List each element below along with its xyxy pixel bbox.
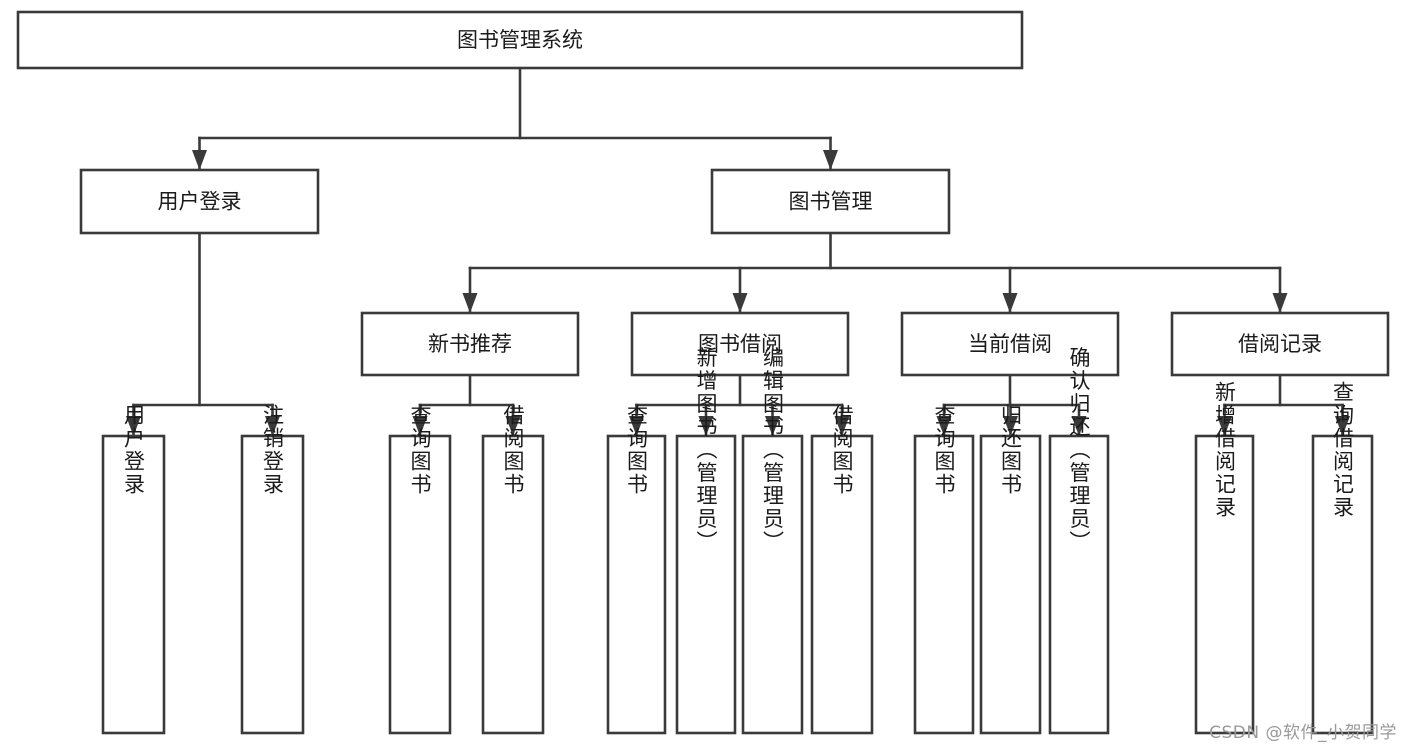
arrow-head — [126, 416, 141, 436]
connector-layer — [126, 66, 1350, 438]
node-recommend-borrow-book[interactable]: 借阅图书 — [481, 404, 545, 735]
node-layer: 图书管理系统用户登录用户登录注销登录图书管理新书推荐查询图书借阅图书图书借阅查询… — [16, 10, 1390, 735]
arrow-head — [834, 416, 850, 436]
node-box[interactable] — [388, 434, 452, 735]
node-label: 图书借阅 — [698, 332, 782, 356]
node-label: 新增借阅记录 — [1213, 381, 1237, 519]
arrow-head — [462, 293, 478, 313]
node-label: 查询图书 — [932, 404, 956, 496]
node-book-manage[interactable]: 图书管理 — [710, 168, 951, 235]
node-box[interactable] — [79, 168, 320, 235]
node-label: 当前借阅 — [968, 332, 1052, 356]
node-label: 查询借阅记录 — [1331, 381, 1355, 519]
arrow-head — [823, 150, 838, 170]
node-recommend-query-book[interactable]: 查询图书 — [388, 404, 452, 735]
node-borrow-edit-book[interactable]: 编辑图书（管理员） — [741, 347, 804, 735]
arrow-head — [732, 293, 748, 313]
node-borrow-query-book[interactable]: 查询图书 — [606, 404, 667, 735]
arrow-head — [698, 416, 714, 436]
arrow-head — [1217, 416, 1232, 436]
node-label: 注销登录 — [261, 404, 285, 496]
node-label: 用户登录 — [122, 404, 146, 496]
node-box[interactable] — [240, 434, 305, 735]
arrow-head — [1002, 293, 1018, 313]
node-current-query-book[interactable]: 查询图书 — [913, 404, 975, 735]
arrow-head — [1071, 416, 1087, 436]
node-record-add[interactable]: 新增借阅记录 — [1194, 381, 1255, 735]
node-label: 查询图书 — [408, 404, 432, 496]
arrow-head — [265, 416, 280, 436]
node-box[interactable] — [1048, 434, 1110, 735]
node-box[interactable] — [675, 434, 737, 735]
node-box[interactable] — [1311, 434, 1374, 735]
node-current-return-book[interactable]: 归还图书 — [979, 404, 1042, 735]
node-record-query[interactable]: 查询借阅记录 — [1311, 381, 1374, 735]
node-box[interactable] — [913, 434, 975, 735]
node-user-logout[interactable]: 注销登录 — [240, 404, 305, 735]
node-label: 新书推荐 — [428, 332, 512, 356]
node-borrow-borrow-book[interactable]: 借阅图书 — [810, 404, 874, 735]
node-current-confirm-return[interactable]: 确认归还（管理员） — [1048, 347, 1110, 735]
csdn-watermark: CSDN @软件_小贺同学 — [1209, 723, 1397, 743]
node-label: 借阅记录 — [1238, 332, 1322, 356]
node-label: 用户登录 — [158, 190, 242, 214]
node-box[interactable] — [606, 434, 667, 735]
arrow-head — [192, 150, 207, 170]
arrow-head — [629, 416, 644, 436]
node-new-book-recommend[interactable]: 新书推荐 — [360, 311, 580, 377]
node-book-borrow[interactable]: 图书借阅 — [630, 311, 850, 377]
arrow-head — [1003, 416, 1018, 436]
node-label: 借阅图书 — [830, 404, 854, 496]
node-borrow-record[interactable]: 借阅记录 — [1170, 311, 1390, 377]
node-box[interactable] — [1170, 311, 1390, 377]
node-label: 图书管理 — [789, 190, 873, 214]
node-box[interactable] — [979, 434, 1042, 735]
arrow-head — [1272, 293, 1288, 313]
node-user-login-do[interactable]: 用户登录 — [101, 404, 166, 735]
node-label: 新增图书（管理员） — [694, 347, 718, 554]
node-box[interactable] — [101, 434, 166, 735]
node-label: 编辑图书（管理员） — [761, 347, 785, 554]
node-current-borrow[interactable]: 当前借阅 — [900, 311, 1120, 377]
node-box[interactable] — [710, 168, 951, 235]
arrow-head — [505, 416, 521, 436]
node-box[interactable] — [360, 311, 580, 377]
node-label: 借阅图书 — [501, 404, 525, 496]
node-label: 归还图书 — [999, 404, 1023, 496]
node-box[interactable] — [741, 434, 804, 735]
node-box-root[interactable] — [16, 10, 1024, 70]
node-user-login[interactable]: 用户登录 — [79, 168, 320, 235]
node-box[interactable] — [630, 311, 850, 377]
node-label: 确认归还（管理员） — [1067, 347, 1091, 554]
root-label: 图书管理系统 — [457, 28, 583, 52]
node-box[interactable] — [1194, 434, 1255, 735]
node-box[interactable] — [900, 311, 1120, 377]
arrow-head — [936, 416, 952, 436]
node-label: 查询图书 — [625, 404, 649, 496]
node-box[interactable] — [810, 434, 874, 735]
node-box[interactable] — [481, 434, 545, 735]
arrow-head — [1335, 416, 1350, 436]
node-borrow-add-book[interactable]: 新增图书（管理员） — [675, 347, 737, 735]
arrow-head — [765, 416, 780, 436]
arrow-head — [412, 416, 428, 436]
